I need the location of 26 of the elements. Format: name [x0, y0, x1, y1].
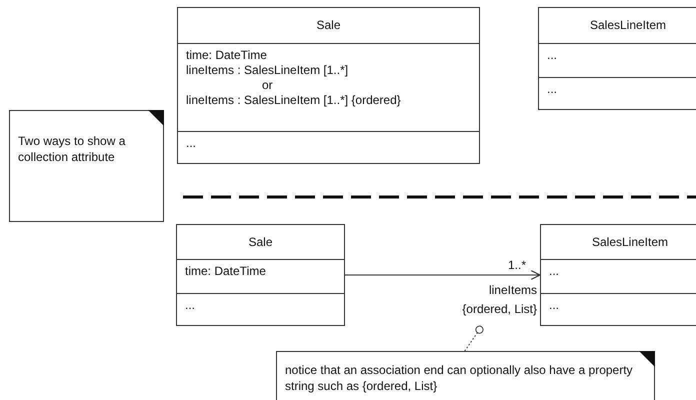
class-box: [538, 7, 696, 110]
attribute: or: [261, 78, 274, 93]
operation: ...: [186, 136, 198, 151]
class-box: [177, 7, 480, 164]
association-arrow: [344, 270, 541, 280]
attribute: lineItems : SalesLineItem [1..*]: [186, 63, 350, 78]
attribute: ...: [547, 48, 558, 63]
class-name: Sale: [316, 18, 341, 33]
class-box: [540, 224, 696, 326]
class-name: SalesLineItem: [592, 234, 668, 250]
multiplicity: 1..*: [508, 258, 526, 272]
note-text: Two ways to show a collection attribute: [18, 133, 126, 165]
operation: ...: [185, 298, 196, 313]
attribute: time: DateTime: [186, 48, 268, 63]
class-name: Sale: [248, 234, 273, 250]
leader-line: [464, 326, 484, 352]
class-name: SalesLineItem: [590, 18, 666, 33]
attribute: lineItems : SalesLineItem [1..*] {ordered}: [186, 93, 402, 108]
attribute: ...: [549, 264, 560, 279]
note-text: notice that an association end can optionally also have a property string such as {ordered, List}: [285, 362, 634, 394]
class-box: [176, 224, 345, 326]
attribute: time: DateTime: [185, 264, 267, 279]
note: [9, 110, 164, 222]
operation: ...: [549, 298, 560, 313]
note: [276, 351, 655, 400]
operation: ...: [547, 82, 558, 97]
